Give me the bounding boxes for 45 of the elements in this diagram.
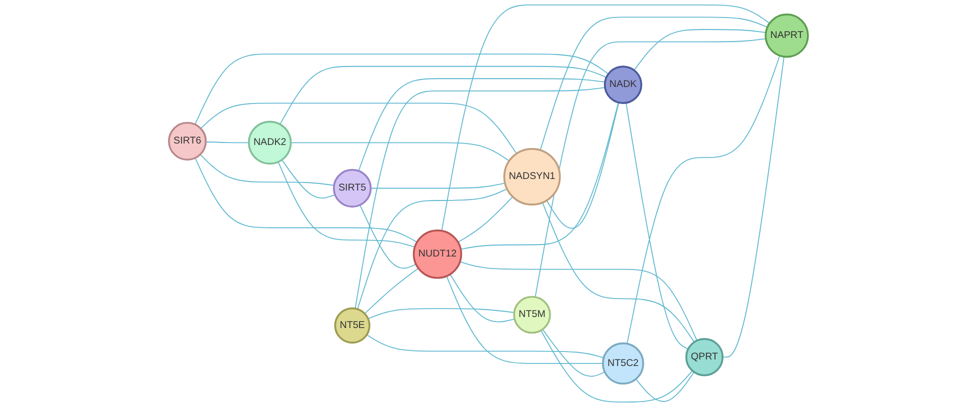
connector [633, 29, 766, 71]
node-circle: QPRT [684, 338, 724, 376]
connector [457, 196, 513, 243]
node-circle: NADK2 [247, 120, 292, 165]
connector [356, 188, 507, 310]
connector [370, 182, 505, 189]
connector [277, 161, 415, 248]
connector [634, 372, 694, 402]
connector [358, 78, 605, 172]
connector [542, 202, 694, 343]
connector [722, 56, 784, 358]
node-circle: NT5M [512, 296, 551, 334]
connector [542, 328, 605, 377]
connector [539, 16, 768, 151]
node-circle: SIRT5 [332, 168, 372, 208]
node-circle: NADSYN1 [502, 148, 560, 206]
connector [446, 276, 603, 364]
connector [281, 159, 336, 198]
connector [194, 158, 417, 243]
connector [366, 334, 604, 358]
node-circle: NT5E [334, 307, 370, 344]
connector [626, 55, 780, 344]
connector [290, 142, 510, 162]
node-circle: NADK [603, 66, 642, 104]
connector [200, 102, 517, 154]
connector [354, 87, 605, 310]
connector [279, 66, 606, 125]
connector [534, 38, 766, 298]
connector [194, 54, 608, 125]
connector [625, 102, 688, 350]
node-circle: NUDT12 [412, 230, 462, 279]
node-circle: SIRT6 [168, 122, 206, 161]
connector [449, 274, 515, 322]
connector [367, 308, 514, 320]
node-circle: NT5C2 [602, 342, 644, 385]
connector [546, 102, 619, 229]
connector [440, 4, 770, 232]
connector [364, 268, 418, 314]
connector [199, 154, 334, 186]
connector [460, 102, 618, 250]
connector [540, 330, 692, 403]
connector [359, 204, 416, 269]
connector [204, 141, 249, 144]
node-circle: NAPRT [764, 14, 808, 58]
connector [459, 261, 697, 341]
